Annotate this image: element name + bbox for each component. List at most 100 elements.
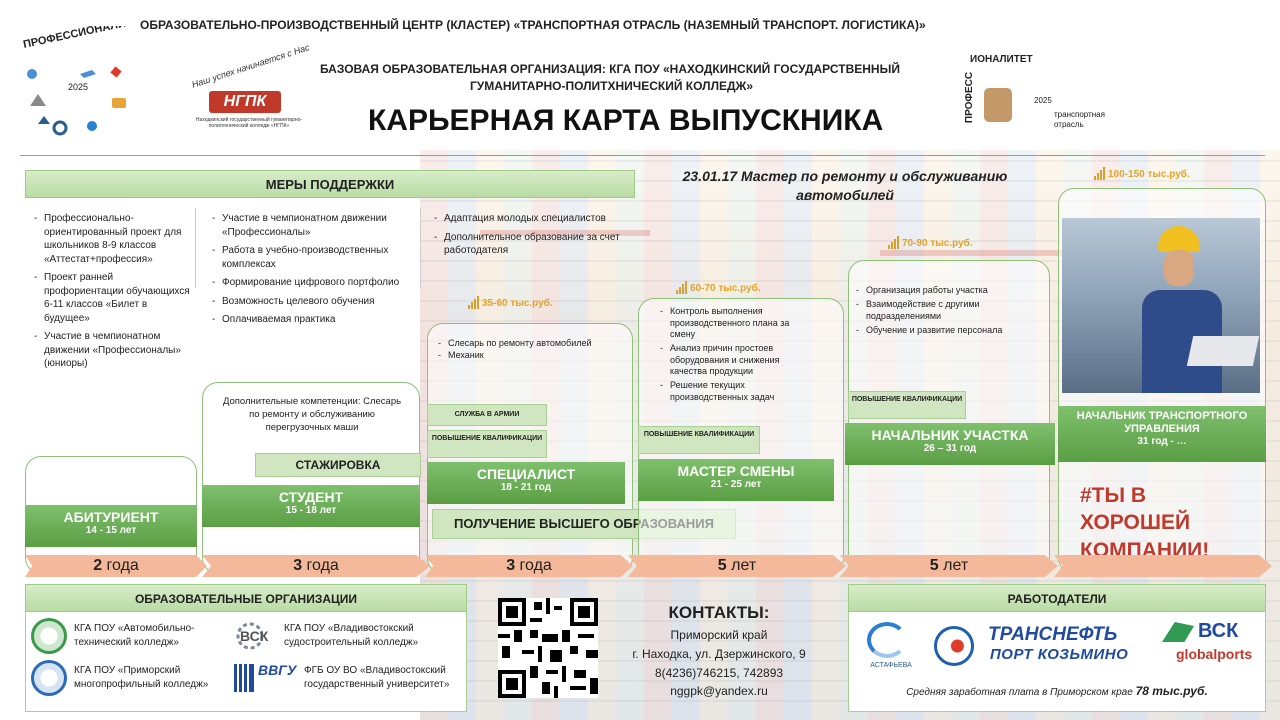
vsk-college-logo-icon: ВСК [236,618,278,654]
salary-value: 60-70 тыс.руб. [690,283,761,294]
salary-chart-icon [676,281,687,294]
salary-note-text: Средняя заработная плата в Приморском кр… [906,687,1133,698]
profession-line1: 23.01.17 Мастер по ремонту и обслуживани… [682,168,1008,184]
stage-title: СПЕЦИАЛИСТ [476,466,576,482]
stage-title: МАСТЕР СМЕНЫ [677,463,795,479]
transport-professionalitet-logo: ПРОФЕСС ИОНАЛИТЕТ 2025 транспортная отра… [962,50,1122,140]
duty-item: Организация работы участка [856,284,1046,296]
duration-unit: года [306,557,339,574]
duration-unit: лет [943,557,969,574]
vsk-text: ВСК [1198,620,1239,642]
profession-title: 23.01.17 Мастер по ремонту и обслуживани… [640,167,1050,205]
duty-item: Обучение и развитие персонала [856,324,1046,336]
salary-chart-icon [888,236,899,249]
edu-org-name: КГА ПОУ «Владивостокский судостроительны… [284,623,419,648]
salary-specialist: 35-60 тыс.руб. [468,296,553,309]
army-badge: СЛУЖБА В АРМИИ [427,404,547,426]
crane-decor [880,250,1080,256]
atk-logo-icon [31,618,67,654]
professionalitet-logo: ПРОФЕССИОНАЛИТЕТ 2025 [20,13,160,141]
transneft-emblem-icon [934,626,974,666]
stage-age: 26 – 31 год [923,443,977,454]
duration-unit: лет [731,557,757,574]
contact-region: Приморский край [670,628,768,643]
hard-hat-icon [1158,226,1200,252]
shift-master-duties: Контроль выполнения производственного пл… [660,306,810,409]
duration-unit: года [106,557,139,574]
contact-email[interactable]: nggpk@yandex.ru [670,684,768,699]
astafieva-swirl-icon [867,622,907,658]
pmk-logo-icon [31,660,67,696]
stage-title: АБИТУРИЕНТ [63,509,159,525]
stage-specialist: СПЕЦИАЛИСТ 18 - 21 год [427,462,625,504]
professionalitet-year: 2025 [68,82,89,92]
year-text: 2025 [1034,96,1052,105]
internship-badge: СТАЖИРОВКА [255,453,421,477]
base-org-line1: БАЗОВАЯ ОБРАЗОВАТЕЛЬНАЯ ОРГАНИЗАЦИЯ: КГА… [320,62,900,76]
contact-phones: 8(4236)746215, 742893 [654,665,784,680]
slogan: #ТЫ В ХОРОШЕЙ КОМПАНИИ! [1080,484,1210,562]
duration-number: 2 [93,557,103,574]
support-item: Профессионально-ориентированный проект д… [34,212,194,266]
vvgu-logo-icon: ВВГУ [232,660,298,696]
support-item: Участие в чемпионатном движении «Професс… [212,212,412,239]
duration-number: 5 [929,557,939,574]
specialist-duties: Слесарь по ремонту автомобилей Механик [438,338,628,365]
laptop-icon [1186,336,1260,366]
qualification-badge: ПОВЫШЕНИЕ КВАЛИФИКАЦИИ [848,391,966,419]
support-item: Проект ранней профориентации обучающихся… [34,271,194,325]
support-col2: Участие в чемпионатном движении «Професс… [212,212,412,332]
header-divider [20,155,1265,156]
worker-photo [1062,218,1260,393]
support-item: Работа в учебно-производственных комплек… [212,244,412,271]
timeline-segment: 5 лет [628,555,846,577]
support-item: Адаптация молодых специалистов [434,212,634,226]
stage-shift-master: МАСТЕР СМЕНЫ 21 - 25 лет [638,459,834,501]
stage-title: НАЧАЛЬНИК УЧАСТКА [871,427,1029,443]
stage-age: 14 - 15 лет [85,525,137,536]
worker-face [1164,250,1194,286]
support-title: МЕРЫ ПОДДЕРЖКИ [25,170,635,198]
average-salary-note: Средняя заработная плата в Приморском кр… [852,684,1262,698]
duty-item: Решение текущих производственных задач [660,380,810,403]
support-item: Участие в чемпионатном движении «Професс… [34,330,194,371]
timeline-segment [1054,555,1272,577]
duty-item: Анализ причин простоев оборудования и сн… [660,343,810,378]
salary-value: 35-60 тыс.руб. [482,298,553,309]
edu-orgs-title: ОБРАЗОВАТЕЛЬНЫЕ ОРГАНИЗАЦИИ [25,584,467,612]
stage-student-box [202,382,420,574]
timeline-segment: 2 года [25,555,207,577]
salary-site-head: 70-90 тыс.руб. [888,236,973,249]
support-col1: Профессионально-ориентированный проект д… [34,212,194,376]
stage-title: НАЧАЛЬНИК ТРАНСПОРТНОГО УПРАВЛЕНИЯ [1076,410,1248,436]
college-abbr: НГПК [209,91,281,113]
astafieva-text: АСТАФЬЕВА [870,662,912,669]
transneft-text: ТРАНСНЕФТЬ [988,624,1118,645]
timeline-segment: 3 года [425,555,633,577]
support-item: Оплачиваемая практика [212,313,412,327]
edu-org-name: КГА ПОУ «Автомобильно-технический коллед… [74,623,195,648]
stage-transport-head: НАЧАЛЬНИК ТРАНСПОРТНОГО УПРАВЛЕНИЯ 31 го… [1058,406,1266,462]
vvgu-logo-text: ВВГУ [258,662,297,678]
site-head-duties: Организация работы участка Взаимодействи… [856,284,1046,342]
contact-address: г. Находка, ул. Дзержинского, 9 [632,646,806,661]
profession-line2: автомобилей [796,186,894,203]
qualification-badge: ПОВЫШЕНИЕ КВАЛИФИКАЦИИ [427,430,547,458]
vsk-globalports-logo: ВСК globalports [1162,620,1262,674]
globalports-text: globalports [1176,646,1253,662]
vsk-emblem-icon [1162,622,1194,642]
column-divider [195,208,196,288]
salary-value: 70-90 тыс.руб. [902,238,973,249]
vsk-logo-text: ВСК [240,628,269,644]
stage-site-head: НАЧАЛЬНИК УЧАСТКА 26 – 31 год [845,423,1055,465]
svg-text:ПРОФЕССИОНАЛИТЕТ: ПРОФЕССИОНАЛИТЕТ [22,26,147,51]
duty-item: Контроль выполнения производственного пл… [660,306,810,341]
stage-age: 18 - 21 год [500,482,552,493]
salary-value: 100-150 тыс.руб. [1108,169,1190,180]
timeline-segment: 5 лет [840,555,1058,577]
duration-unit: года [519,557,552,574]
contacts-title: КОНТАКТЫ: [668,603,770,622]
qualification-badge: ПОВЫШЕНИЕ КВАЛИФИКАЦИИ [638,426,760,454]
qr-code[interactable] [498,598,598,698]
salary-shift-master: 60-70 тыс.руб. [676,281,761,294]
